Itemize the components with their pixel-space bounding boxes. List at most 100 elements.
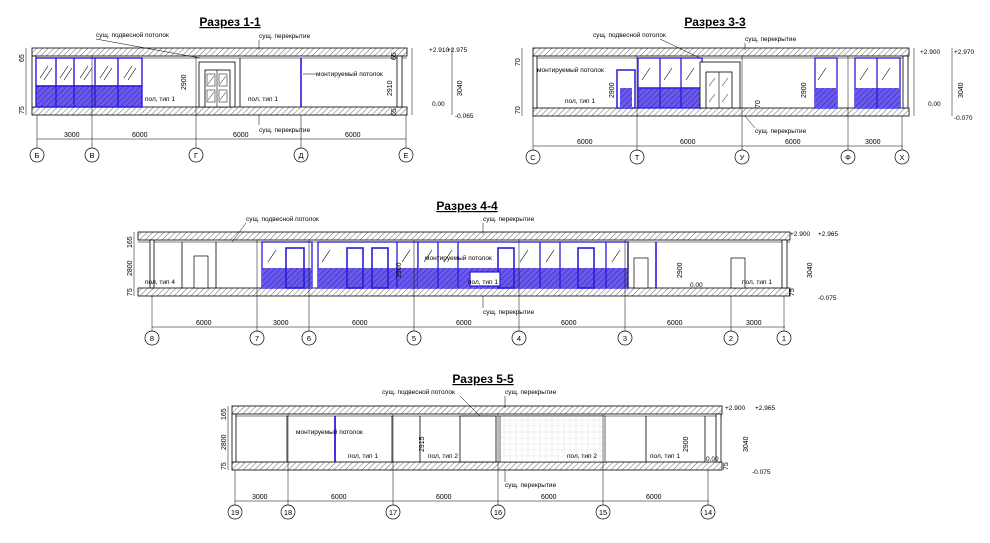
dim-text: 65: [391, 108, 398, 116]
dim-text: 6000: [577, 139, 593, 146]
level-mark: 0.00: [706, 456, 719, 463]
axis-label: Т: [635, 153, 640, 162]
dim-text: 2900: [801, 82, 808, 98]
label: сущ. перекрытие: [483, 216, 535, 223]
label: пол, тип 1: [742, 279, 772, 286]
dim-text: 6000: [436, 494, 452, 501]
level-mark: +2.965: [818, 231, 838, 238]
level-mark: 0.00: [928, 101, 941, 108]
label: сущ. перекрытие: [505, 482, 557, 489]
dim-text: 2915: [419, 436, 426, 452]
axis-label: 15: [599, 508, 607, 517]
dim-text: 75: [221, 462, 228, 470]
level-mark: -0.075: [818, 295, 837, 302]
level-mark: +2.900: [790, 231, 810, 238]
dim-text: 165: [221, 408, 228, 420]
label: сущ. подвесной потолок: [593, 31, 666, 39]
glazed-partition: [35, 57, 143, 108]
dim-text: 6000: [352, 320, 368, 327]
axis-label: В: [89, 151, 94, 160]
label: сущ. перекрытие: [259, 33, 311, 40]
label: сущ. перекрытие: [505, 389, 557, 396]
level-mark: 0.00: [690, 282, 703, 289]
label: монтируемый потолок: [425, 254, 492, 262]
dim-text: 6000: [331, 494, 347, 501]
section-title: Разрез 1-1: [199, 15, 261, 29]
label: монтируемый потолок: [316, 70, 383, 78]
label: сущ. подвесной потолок: [382, 388, 455, 396]
level-mark: +2.900: [920, 49, 940, 56]
dim-text: 2800: [221, 434, 228, 450]
axis-label: Х: [899, 153, 904, 162]
section-3-3: Разрез 3-3 сущ. подвесной потолок: [515, 15, 974, 165]
dim-text: 70: [515, 58, 522, 66]
level-mark: +2.965: [755, 405, 775, 412]
label: сущ. подвесной потолок: [96, 31, 169, 39]
dim-text: 75: [723, 462, 730, 470]
glazed-partition: [261, 241, 657, 289]
tiled-wall: [499, 415, 606, 463]
dim-text: 2800: [127, 260, 134, 276]
dim-text: 6000: [456, 320, 472, 327]
dim-text: 65: [391, 52, 398, 60]
dim-text: 75: [19, 106, 26, 114]
dim-text: 2900: [396, 262, 403, 278]
dim-text: 6000: [680, 139, 696, 146]
axis-markers: С Т У Ф Х: [525, 56, 910, 165]
label: пол, тип 1: [650, 453, 680, 460]
axis-label: 1: [782, 334, 786, 343]
dim-text: 6000: [345, 132, 361, 139]
dim-text: 165: [127, 236, 134, 248]
level-mark: +2.910: [429, 47, 449, 54]
axis-markers: 8 7 6 5 4 3 2 1: [144, 240, 792, 346]
axis-label: С: [530, 153, 536, 162]
dim-text: 3040: [958, 82, 965, 98]
label: пол, тип 1: [145, 96, 175, 103]
level-mark: -0.075: [752, 469, 771, 476]
label: пол, тип 1: [248, 96, 278, 103]
dim-text: 3000: [64, 132, 80, 139]
section-1-1: Разрез 1-1: [19, 15, 474, 163]
dim-text: 3000: [273, 320, 289, 327]
section-title: Разрез 4-4: [436, 199, 498, 213]
label: пол, тип 2: [428, 453, 458, 460]
axis-label: Д: [298, 151, 303, 160]
level-mark: +2.975: [447, 47, 467, 54]
label: сущ. подвесной потолок: [246, 215, 319, 223]
dim-text: 3040: [807, 262, 814, 278]
axis-label: 17: [389, 508, 397, 517]
section-title: Разрез 5-5: [452, 372, 514, 386]
axis-label: 4: [517, 334, 521, 343]
dim-text: 6000: [667, 320, 683, 327]
label: сущ. перекрытие: [745, 36, 797, 43]
label: сущ. перекрытие: [259, 127, 311, 134]
section-5-5: Разрез 5-5 сущ. подвесной потолок сущ. п…: [221, 372, 775, 520]
dim-text: 3000: [865, 139, 881, 146]
door: [699, 61, 741, 109]
axis-label: Г: [194, 151, 198, 160]
axis-label: Б: [35, 151, 40, 160]
axis-label: Ф: [845, 153, 851, 162]
axis-label: 8: [150, 334, 154, 343]
slab-bottom: [31, 106, 408, 116]
section-title: Разрез 3-3: [684, 15, 746, 29]
dim-text: 6000: [561, 320, 577, 327]
label: пол, тип 1: [468, 279, 498, 286]
level-mark: 0.00: [432, 101, 445, 108]
dim-text: 6000: [233, 132, 249, 139]
label: сущ. перекрытие: [755, 128, 807, 135]
axis-label: 19: [231, 508, 239, 517]
axis-label: 7: [255, 334, 259, 343]
dim-text: 6000: [541, 494, 557, 501]
dim-text: 65: [19, 54, 26, 62]
label: сущ. перекрытие: [483, 309, 535, 316]
dim-text: 6000: [132, 132, 148, 139]
label: монтируемый потолок: [537, 66, 604, 74]
dim-text: 6000: [785, 139, 801, 146]
label: пол, тип 2: [567, 453, 597, 460]
slab-top: [31, 47, 408, 57]
axis-label: У: [740, 153, 745, 162]
axis-markers: Б В Г Д Е: [29, 56, 414, 163]
door: [198, 61, 236, 108]
